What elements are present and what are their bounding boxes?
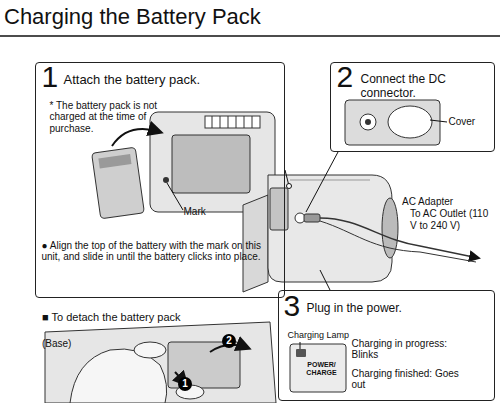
- step-number: 3: [284, 291, 306, 321]
- charge-lamp: [296, 349, 306, 357]
- camcorder-body: [268, 175, 392, 282]
- lamp-leader: [300, 342, 301, 349]
- cover-leader: [430, 120, 447, 122]
- step-panel: 3Plug in the power.Charging LampPOWER/ C…: [278, 290, 495, 401]
- battery-terminal: [98, 154, 131, 168]
- panel2-leader: [306, 152, 338, 212]
- callout-number: 2: [222, 334, 236, 348]
- panel-note: Charging finished: Goes out: [352, 368, 462, 392]
- step-panel: 2Connect the DC connector. Cover: [330, 62, 495, 152]
- jack-panel: [345, 100, 440, 145]
- note-label: To AC Outlet (110 V to 240 V): [410, 208, 492, 232]
- dc-plug: [304, 214, 320, 222]
- step-panel: 1Attach the battery pack. * The battery p…: [35, 62, 285, 298]
- panel-note: Cover: [449, 116, 493, 128]
- jack-cover: [388, 106, 432, 138]
- panel-note: Charging in progress: Blinks: [352, 338, 462, 362]
- mark-dot: [163, 177, 169, 183]
- dc-jack: [360, 114, 376, 130]
- panel-note: ● Align the top of the battery with the …: [42, 240, 280, 264]
- leader-dot: [287, 184, 292, 189]
- panel-note: POWER/ CHARGE: [300, 361, 344, 378]
- step-heading: Plug in the power.: [307, 301, 487, 315]
- note-label: AC Adapter: [402, 196, 492, 208]
- step-number: 1: [42, 62, 64, 92]
- note-label: (Base): [42, 338, 102, 350]
- lamp-panel: [290, 344, 346, 392]
- insert-arrow: [112, 129, 160, 146]
- battery-pack: [92, 147, 145, 218]
- camera-side: [150, 112, 275, 212]
- battery-back: [270, 188, 288, 230]
- callout-number: 1: [178, 377, 192, 391]
- finger: [134, 342, 166, 358]
- page-title: Charging the Battery Pack: [4, 6, 424, 28]
- step-heading: Attach the battery pack.: [64, 72, 279, 87]
- battery-bay: [172, 135, 250, 193]
- body-seam: [290, 180, 370, 181]
- plate-ribs: [212, 116, 252, 128]
- label-plate: [205, 116, 260, 128]
- note-label: ■ To detach the battery pack: [42, 311, 242, 324]
- camera-base: [45, 322, 276, 403]
- panel3-leader: [320, 270, 330, 290]
- panel-note: * The battery pack is not charged at the…: [50, 100, 175, 135]
- step-number: 2: [337, 62, 359, 92]
- title-rule: [0, 35, 500, 37]
- step-heading: Connect the DC connector.: [361, 72, 486, 100]
- mark-leader: [167, 183, 183, 210]
- panel-note: Mark: [184, 206, 224, 218]
- dc-jack-pin: [365, 119, 371, 125]
